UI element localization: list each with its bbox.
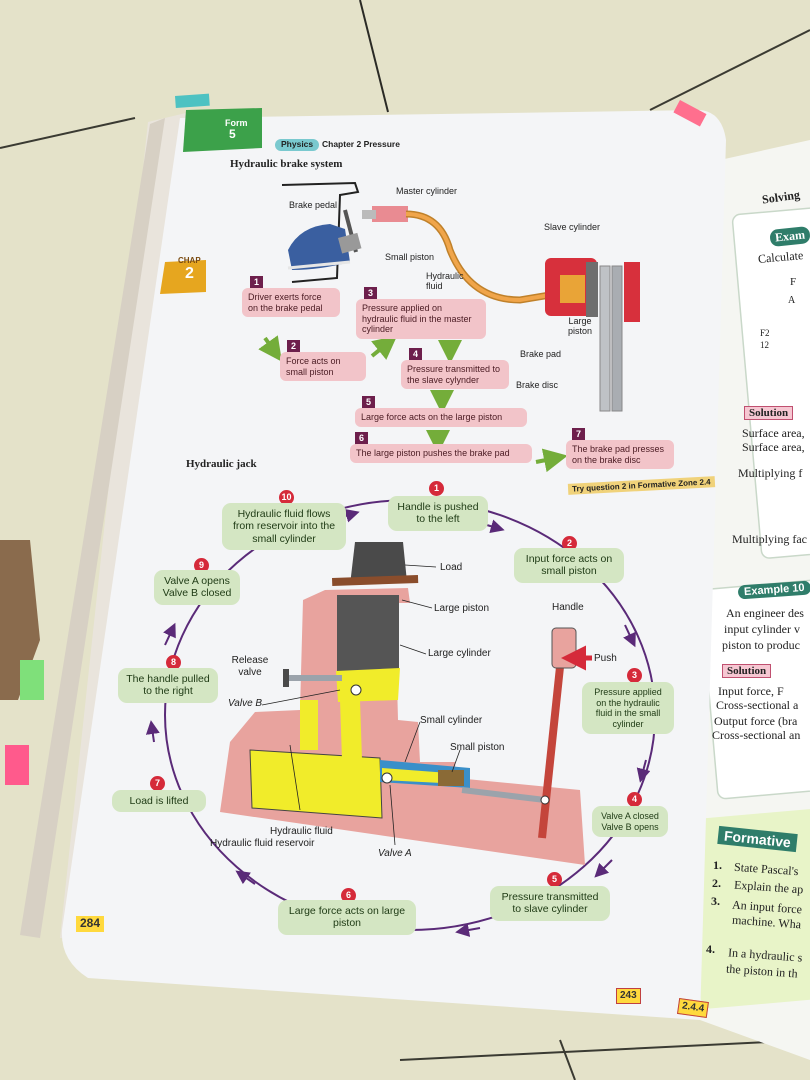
rp-cross-2: Cross-sectional an: [712, 728, 801, 742]
brake-step-4: Pressure transmitted to the slave cylynd…: [401, 360, 509, 390]
jack-step-9-num: 9: [194, 558, 209, 573]
rp-frac-bottom: A: [788, 295, 796, 306]
label-hydraulic-fluid-jack: Hydraulic fluid: [270, 826, 333, 837]
rp-solution-2: Solution: [722, 664, 772, 678]
jack-step-4-num: 4: [627, 792, 642, 807]
label-reservoir: Hydraulic fluid reservoir: [210, 838, 315, 849]
jack-step-1-num: 1: [429, 481, 444, 496]
label-brake-pedal: Brake pedal: [289, 200, 338, 210]
form-label: Form: [225, 118, 248, 128]
rp-cross-1: Cross-sectional a: [716, 698, 799, 712]
rp-solution: Solution: [744, 406, 794, 420]
jack-step-9: Valve A opens Valve B closed: [154, 570, 240, 605]
rp-multiplying-2: Multiplying fac: [732, 532, 807, 546]
label-handle: Handle: [552, 602, 584, 613]
jack-step-2-num: 2: [562, 536, 577, 551]
rp-frac-top: F: [790, 276, 797, 288]
label-large-piston: Large piston: [434, 603, 490, 614]
brake-step-1-num: 1: [250, 276, 263, 289]
label-push: Push: [594, 653, 617, 664]
brake-step-1: Driver exerts force on the brake pedal: [242, 288, 340, 318]
jack-step-2: Input force acts on small piston: [514, 548, 624, 583]
jack-step-3: Pressure applied on the hydraulic fluid …: [582, 682, 674, 735]
label-brake-pad: Brake pad: [520, 349, 562, 359]
label-master-cylinder: Master cylinder: [396, 186, 458, 196]
jack-step-10: Hydraulic fluid flows from reservoir int…: [222, 503, 346, 551]
rp-multiplying-1: Multiplying f: [738, 466, 803, 480]
brake-step-6-num: 6: [355, 432, 368, 445]
rp-frac2-top: F2: [760, 328, 770, 338]
jack-step-6-num: 6: [341, 888, 356, 903]
page-number-left: 284: [76, 916, 105, 932]
jack-step-5-num: 5: [547, 872, 562, 887]
brake-step-4-num: 4: [409, 348, 422, 361]
label-small-piston-jack: Small piston: [450, 742, 505, 753]
rp-qn4: 4.: [706, 942, 715, 956]
jack-step-7-num: 7: [150, 776, 165, 791]
label-slave-cylinder: Slave cylinder: [544, 222, 601, 232]
label-brake-disc: Brake disc: [516, 380, 559, 390]
label-release-valve: Release valve: [231, 655, 269, 678]
brake-step-7-num: 7: [572, 428, 585, 441]
jack-step-3-num: 3: [627, 668, 642, 683]
brake-step-3: Pressure applied on hydraulic fluid in t…: [356, 299, 486, 339]
chapter-title: Chapter 2 Pressure: [322, 139, 400, 149]
label-load: Load: [440, 562, 463, 573]
rp-output-force: Output force (bra: [714, 714, 798, 728]
subject-badge: Physics: [275, 139, 320, 151]
brake-step-7: The brake pad presses on the brake disc: [566, 440, 674, 470]
jack-step-8-num: 8: [166, 655, 181, 670]
label-large-piston: Large piston: [567, 316, 593, 337]
rp-engineer-2: input cylinder v: [724, 622, 800, 636]
chap-label: CHAP: [178, 256, 201, 265]
page-number-bottom: 243: [616, 988, 641, 1004]
jack-step-4: Valve A closed Valve B opens: [592, 806, 668, 838]
rp-input-force: Input force, F: [718, 684, 784, 698]
rp-engineer-3: piston to produc: [722, 638, 800, 652]
rp-frac2-bottom: 12: [760, 340, 769, 350]
rp-qn1: 1.: [713, 858, 722, 872]
brake-step-2-num: 2: [287, 340, 300, 353]
chap-number: 2: [185, 265, 194, 282]
jack-step-10-num: 10: [279, 490, 294, 505]
brake-step-6: The large piston pushes the brake pad: [350, 444, 532, 463]
rp-qn2: 2.: [712, 876, 721, 890]
label-small-cylinder: Small cylinder: [420, 715, 483, 726]
rp-qn3: 3.: [711, 894, 720, 908]
brake-heading: Hydraulic brake system: [230, 158, 343, 170]
label-small-piston: Small piston: [385, 252, 435, 262]
jack-heading: Hydraulic jack: [186, 458, 257, 470]
rp-engineer-1: An engineer des: [726, 606, 804, 620]
brake-step-3-num: 3: [364, 287, 377, 300]
label-valve-a: Valve A: [378, 848, 412, 859]
jack-step-5: Pressure transmitted to slave cylinder: [490, 886, 610, 921]
brake-step-5: Large force acts on the large piston: [355, 408, 527, 427]
label-large-cylinder: Large cylinder: [428, 648, 491, 659]
rp-surface-2: Surface area,: [742, 440, 805, 454]
brake-step-2: Force acts on small piston: [280, 352, 366, 382]
jack-step-7: Load is lifted: [112, 790, 206, 813]
rp-surface-1: Surface area,: [742, 426, 805, 440]
jack-step-1: Handle is pushed to the left: [388, 496, 488, 531]
label-hydraulic-fluid: Hydraulic fluid: [426, 271, 464, 292]
label-valve-b: Valve B: [228, 698, 263, 709]
jack-step-6: Large force acts on large piston: [278, 900, 416, 935]
jack-step-8: The handle pulled to the right: [118, 668, 218, 703]
form-number: 5: [229, 127, 236, 141]
brake-step-5-num: 5: [362, 396, 375, 409]
